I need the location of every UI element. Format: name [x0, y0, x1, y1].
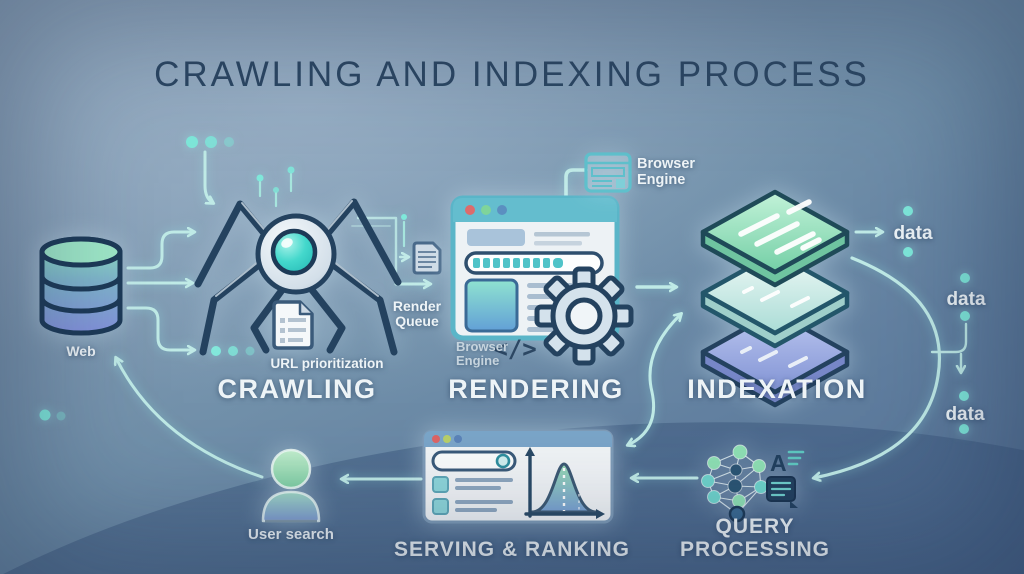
spider-eye: [270, 228, 318, 276]
accent-dots: [39, 136, 970, 434]
browser-engine-top-label-1: Browser: [637, 156, 695, 172]
search-icon: [495, 453, 511, 469]
web-database-icon: [39, 236, 123, 336]
crawler-document-icon: [272, 300, 314, 350]
data-label-2: data: [946, 289, 986, 310]
serving-dot-blue: [454, 435, 462, 443]
data-label-3: data: [945, 404, 985, 425]
serving-dot-yellow: [443, 435, 451, 443]
browser-engine-icon: [584, 152, 632, 193]
indexation-label: INDEXATION: [687, 374, 867, 404]
rendering-browser-window: [450, 195, 634, 366]
crawling-label: CRAWLING: [218, 374, 377, 404]
arrow-web-crawler-bottom: [126, 306, 194, 350]
connector-browser-engine: [564, 168, 588, 201]
page-title: CRAWLING AND INDEXING PROCESS: [154, 55, 870, 94]
code-glyph: </>: [493, 335, 536, 363]
browser-engine-top-label-2: Engine: [637, 172, 685, 188]
crawler-spider-icon: [194, 198, 402, 356]
result-list: [432, 476, 513, 515]
indexation-layers-icon: [700, 189, 850, 408]
data-label-1: data: [893, 223, 933, 244]
spider-legs: [194, 198, 402, 356]
browser-engine-bottom-label-2: Engine: [456, 353, 499, 368]
image-placeholder: [464, 278, 519, 333]
rendering-label: RENDERING: [448, 374, 624, 404]
arrow-dots-crawler: [203, 150, 213, 203]
url-prioritization-label: URL prioritization: [271, 356, 384, 371]
neural-net-edges: [707, 451, 762, 515]
serving-dot-red: [432, 435, 440, 443]
neural-net-nodes: [701, 444, 768, 523]
query-processing-icon: A: [701, 444, 805, 523]
window-dot-red: [465, 205, 475, 215]
layer-bottom: [700, 309, 850, 408]
user-icon: [261, 448, 321, 523]
arrow-indexation-serving: [628, 314, 681, 445]
web-label: Web: [66, 343, 95, 359]
progress-bar: [464, 251, 604, 275]
window-dot-blue: [497, 205, 507, 215]
query-processing-label-1: QUERY: [716, 515, 795, 538]
browser-engine-bottom-label-1: Browser: [456, 339, 508, 354]
gear-icon: [534, 266, 634, 366]
circuit-crawler-queue: [356, 216, 398, 274]
letter-a-glyph: A: [770, 450, 787, 476]
query-processing-label-2: PROCESSING: [680, 538, 830, 561]
serving-ranking-window: [422, 429, 614, 524]
branch-data2: [930, 322, 968, 354]
render-queue-doc-icon: [412, 241, 442, 275]
arrow-web-crawler-top: [126, 232, 194, 270]
arrow-user-web: [116, 358, 264, 479]
query-doc-icon: [766, 476, 798, 508]
ranking-curve-chart: [524, 447, 605, 519]
window-dot-green: [481, 205, 491, 215]
layer-top: [700, 189, 850, 288]
arc-indexation-query: [814, 256, 942, 478]
layer-middle: [700, 250, 850, 349]
serving-ranking-label: SERVING & RANKING: [394, 538, 630, 561]
search-bar: [431, 450, 517, 472]
render-queue-label-1: Render: [393, 298, 442, 314]
language-icon: A: [770, 450, 805, 476]
user-search-label: User search: [248, 526, 334, 543]
render-queue-label-2: Queue: [395, 313, 439, 329]
flow-arrows: [116, 150, 968, 479]
